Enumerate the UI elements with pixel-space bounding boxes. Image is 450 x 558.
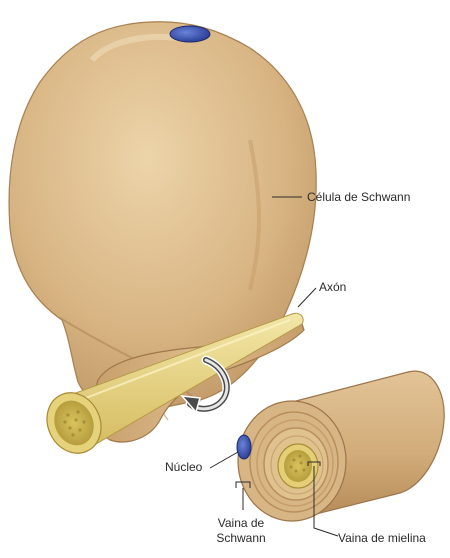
nucleus-cross-section xyxy=(237,435,251,459)
label-schwann-cell: Célula de Schwann xyxy=(307,190,410,204)
leader-axon xyxy=(298,288,316,307)
label-myelin-sheath: Vaina de mielina xyxy=(338,531,426,545)
label-schwann-sheath-line1: Vaina de xyxy=(218,516,265,530)
label-nucleus: Núcleo xyxy=(165,460,203,474)
label-schwann-sheath-line2: Schwann xyxy=(216,531,265,545)
leader-nucleus xyxy=(210,452,238,468)
label-axon: Axón xyxy=(319,280,346,294)
nucleus-top xyxy=(170,26,210,42)
myelinated-cylinder xyxy=(237,371,444,521)
